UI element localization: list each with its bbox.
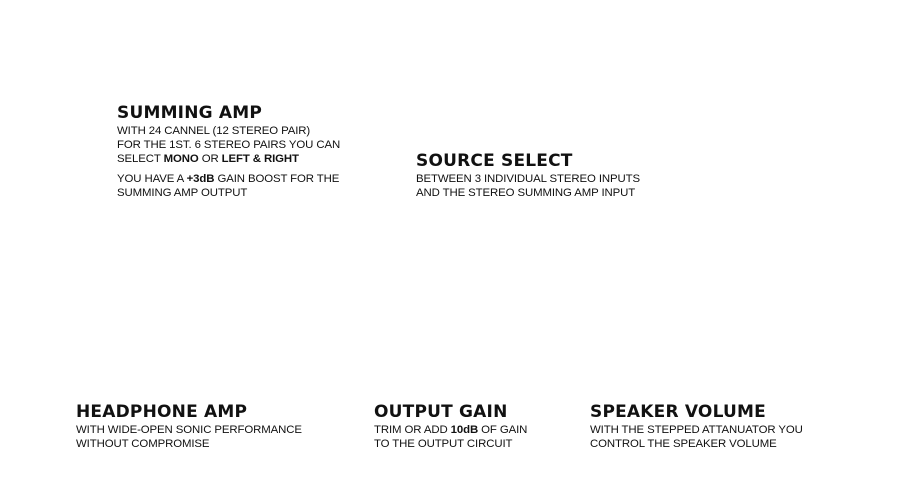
summing-amp-line-4-pre: YOU HAVE A bbox=[117, 173, 187, 185]
headphone-amp-line-2: WITHOUT COMPROMISE bbox=[76, 438, 210, 450]
summing-amp-line-4-post: GAIN BOOST FOR THE bbox=[214, 173, 340, 185]
summing-amp-line-2: FOR THE 1ST. 6 STEREO PAIRS YOU CAN bbox=[117, 139, 341, 151]
source-select-title: SOURCE SELECT bbox=[416, 151, 573, 171]
output-gain-line-1: TRIM OR ADD 10dB OF GAIN bbox=[374, 423, 527, 437]
speaker-volume-line-2: CONTROL THE SPEAKER VOLUME bbox=[590, 438, 777, 450]
summing-amp-line-1: WITH 24 CANNEL (12 STEREO PAIR) bbox=[117, 125, 311, 137]
summing-amp-line-3: SELECT MONO OR LEFT & RIGHT bbox=[117, 152, 340, 166]
summing-amp-mono-label: MONO bbox=[163, 153, 199, 165]
summing-amp-gain-value: +3dB bbox=[186, 173, 215, 185]
summing-amp-line-3-pre: SELECT bbox=[117, 153, 164, 165]
summing-amp-line-5: SUMMING AMP OUTPUT bbox=[117, 187, 248, 199]
output-gain-value: 10dB bbox=[450, 424, 479, 436]
summing-amp-line-3-mid: OR bbox=[198, 153, 222, 165]
source-select-line-1: BETWEEN 3 INDIVIDUAL STEREO INPUTS bbox=[416, 173, 641, 185]
summing-amp-title: SUMMING AMP bbox=[117, 103, 263, 123]
output-gain-line-1-post: OF GAIN bbox=[478, 424, 528, 436]
speaker-volume-section: SPEAKER VOLUME WITH THE STEPPED ATTANUAT… bbox=[590, 403, 803, 451]
output-gain-line-2: TO THE OUTPUT CIRCUIT bbox=[374, 438, 513, 450]
output-gain-section: OUTPUT GAIN TRIM OR ADD 10dB OF GAIN TO … bbox=[374, 403, 527, 451]
source-select-line-2: AND THE STEREO SUMMING AMP INPUT bbox=[416, 187, 636, 199]
output-gain-line-1-pre: TRIM OR ADD bbox=[374, 424, 451, 436]
headphone-amp-line-1: WITH WIDE-OPEN SONIC PERFORMANCE bbox=[76, 424, 302, 436]
headphone-amp-title: HEADPHONE AMP bbox=[76, 402, 248, 422]
summing-amp-left-right-label: LEFT & RIGHT bbox=[221, 153, 299, 165]
headphone-amp-section: HEADPHONE AMP WITH WIDE-OPEN SONIC PERFO… bbox=[76, 403, 302, 451]
summing-amp-section: SUMMING AMP WITH 24 CANNEL (12 STEREO PA… bbox=[117, 104, 340, 200]
speaker-volume-line-1: WITH THE STEPPED ATTANUATOR YOU bbox=[590, 424, 803, 436]
summing-amp-line-4: YOU HAVE A +3dB GAIN BOOST FOR THE bbox=[117, 172, 340, 186]
output-gain-title: OUTPUT GAIN bbox=[374, 402, 508, 422]
speaker-volume-title: SPEAKER VOLUME bbox=[590, 402, 766, 422]
source-select-section: SOURCE SELECT BETWEEN 3 INDIVIDUAL STERE… bbox=[416, 152, 640, 200]
